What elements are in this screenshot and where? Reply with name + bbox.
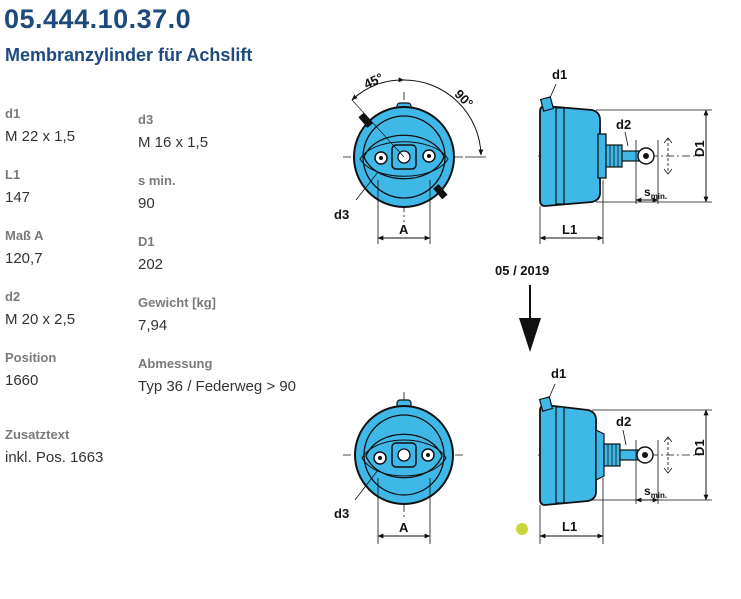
spec-value: M 16 x 1,5: [138, 134, 209, 151]
s-label-top: smin.: [644, 185, 667, 201]
spec-value: 1660: [5, 372, 39, 389]
spec-d3: d3 M 16 x 1,5: [138, 112, 208, 152]
spec-label: L1: [5, 167, 21, 182]
d1-label-top: d1: [552, 67, 567, 82]
spec-label: D1: [138, 234, 155, 249]
spec-value: 202: [138, 256, 164, 273]
spec-value: inkl. Pos. 1663: [5, 449, 104, 466]
D1-label-top: D1: [692, 140, 707, 157]
spec-position: Position 1660: [5, 350, 56, 390]
revision-date: 05 / 2019: [495, 263, 549, 278]
spec-label: Position: [5, 350, 57, 365]
spec-label: Maß A: [5, 228, 44, 243]
spec-zusatztext: Zusatztext inkl. Pos. 1663: [5, 427, 103, 467]
marker-dot: [516, 523, 528, 535]
front-view-old: [343, 77, 486, 244]
spec-label: s min.: [138, 173, 176, 188]
spec-mass-a: Maß A 120,7: [5, 228, 44, 268]
spec-label: Abmessung: [138, 356, 213, 371]
d2-label-top: d2: [616, 117, 631, 132]
l1-label-top: L1: [562, 222, 577, 237]
part-number: 05.444.10.37.0: [4, 4, 192, 34]
spec-label: d2: [5, 289, 21, 304]
angle-45-label: 45°: [361, 70, 385, 92]
spec-label: Zusatztext: [5, 427, 70, 442]
spec-weight: Gewicht [kg] 7,94: [138, 295, 216, 335]
s-label-bottom: smin.: [644, 484, 667, 500]
spec-value: 90: [138, 195, 155, 212]
spec-d1: d1 M 22 x 1,5: [5, 106, 75, 146]
spec-value: 7,94: [138, 317, 168, 334]
d2-label-bottom: d2: [616, 414, 631, 429]
spec-value: Typ 36 / Federweg > 90: [138, 378, 297, 395]
spec-value: M 22 x 1,5: [5, 128, 76, 145]
l1-label-bottom: L1: [562, 519, 577, 534]
spec-label: d1: [5, 106, 21, 121]
a-label-bottom: A: [399, 520, 409, 535]
spec-value: M 20 x 2,5: [5, 311, 76, 328]
spec-value: 120,7: [5, 250, 43, 267]
spec-l1: L1 147: [5, 167, 30, 207]
a-label-top: A: [399, 222, 409, 237]
angle-90-label: 90°: [452, 86, 477, 111]
spec-value: 147: [5, 189, 31, 206]
D1-label-bottom: D1: [692, 439, 707, 456]
spec-s-min: s min. 90: [138, 173, 176, 213]
d1-label-bottom: d1: [551, 366, 566, 381]
spec-d2: d2 M 20 x 2,5: [5, 289, 75, 329]
front-view-new: [343, 392, 465, 544]
d3-label-bottom: d3: [334, 506, 349, 521]
spec-label: d3: [138, 112, 154, 127]
side-view-old: [538, 83, 712, 244]
spec-label: Gewicht [kg]: [138, 295, 217, 310]
spec-abmessung: Abmessung Typ 36 / Federweg > 90: [138, 356, 296, 396]
side-view-new: [538, 383, 712, 544]
d3-label-top: d3: [334, 207, 349, 222]
product-title: Membranzylinder für Achslift: [5, 45, 253, 65]
spec-d1-diameter: D1 202: [138, 234, 163, 274]
revision-arrow: [519, 285, 541, 352]
